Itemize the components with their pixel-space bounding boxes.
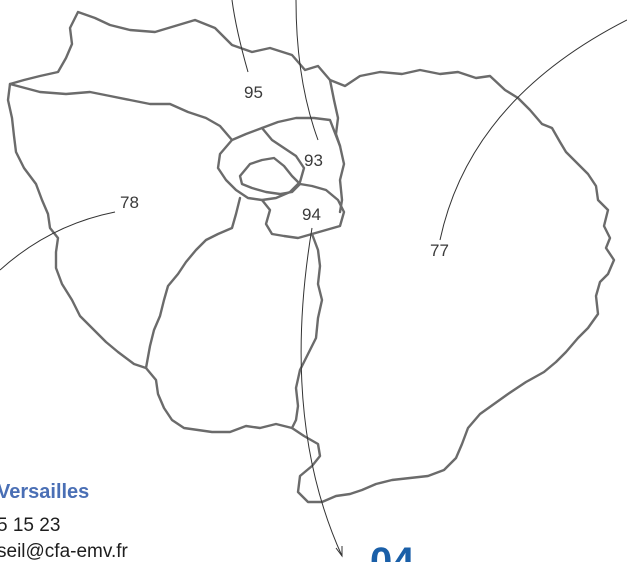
region-outline [6, 10, 616, 504]
leader-93 [295, 0, 319, 141]
dept-label-94: 94 [302, 205, 321, 224]
leader-95-top [231, 0, 249, 73]
border-93 [260, 116, 346, 214]
border-91-77 [290, 232, 324, 430]
bottom-partial-number: 04 [370, 540, 415, 562]
leader-78 [0, 211, 116, 271]
dept-label-77: 77 [430, 241, 449, 260]
leader-94 [300, 227, 343, 557]
contact-phone: 5 15 23 [0, 515, 61, 536]
border-95-78 [8, 82, 234, 142]
leader-77 [439, 19, 627, 241]
dept-label-93: 93 [304, 151, 323, 170]
dept-label-95: 95 [244, 83, 263, 102]
paris-center [238, 156, 302, 196]
border-94 [260, 182, 346, 240]
contact-title: Versailles [0, 481, 90, 503]
contact-block: Versailles 5 15 23 seil@cfa-emv.fr [0, 479, 257, 565]
dept-label-78: 78 [120, 193, 139, 212]
leader-arrow [335, 546, 343, 558]
border-78-91 [144, 196, 242, 370]
contact-email[interactable]: seil@cfa-emv.fr [0, 541, 128, 562]
